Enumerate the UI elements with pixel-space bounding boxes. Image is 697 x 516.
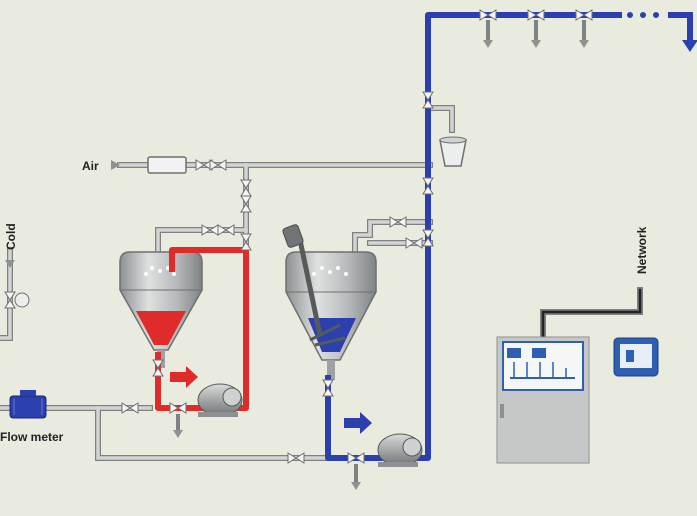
tank-right <box>282 224 377 380</box>
pump-icon <box>377 433 423 467</box>
agitator-shaft <box>297 239 323 336</box>
agitator-motor <box>282 224 304 248</box>
valve-icon <box>389 216 407 228</box>
drain-outlets <box>176 20 586 482</box>
flow-arrow-icon <box>170 366 198 388</box>
flow-meter-icon <box>9 390 47 419</box>
network-label: Network <box>635 226 649 274</box>
valve-icon <box>575 9 593 21</box>
valve-icon <box>405 237 423 249</box>
collection-bucket-icon <box>439 139 467 167</box>
tank-left-fill <box>136 311 186 345</box>
valve-icon <box>347 452 365 464</box>
flow-meter-label: Flow meter <box>0 430 64 444</box>
valve-icon <box>209 159 227 171</box>
valve-icon <box>422 91 434 109</box>
air-filter <box>147 156 187 174</box>
valve-icon <box>169 402 187 414</box>
flow-arrow-icon <box>344 412 372 434</box>
valve-icon <box>240 195 252 213</box>
valve-icon <box>422 229 434 247</box>
product-line-continuation <box>627 12 697 52</box>
valve-icon <box>527 9 545 21</box>
air-inlet-arrow-icon <box>111 160 120 170</box>
valve-icon <box>201 224 219 236</box>
drain-arrows <box>5 40 589 490</box>
outlet-arrow-icon <box>682 40 697 52</box>
valve-icon <box>422 177 434 195</box>
valve-icon <box>240 233 252 251</box>
control-panel-icon <box>496 336 590 464</box>
valve-icon <box>217 224 235 236</box>
tank-left <box>119 251 203 368</box>
valve-icon <box>121 402 139 414</box>
hot-loop-pipe <box>155 247 249 411</box>
valve-icon <box>287 452 305 464</box>
valve-icon <box>322 379 334 397</box>
valve-icon <box>479 9 497 21</box>
cold-actuator <box>14 292 30 308</box>
valve-icon <box>4 291 16 309</box>
air-label: Air <box>82 159 99 173</box>
pump-icon <box>197 383 243 417</box>
handheld-terminal-icon <box>613 337 659 377</box>
valve-icon <box>240 179 252 197</box>
cold-label: Cold <box>4 223 18 250</box>
